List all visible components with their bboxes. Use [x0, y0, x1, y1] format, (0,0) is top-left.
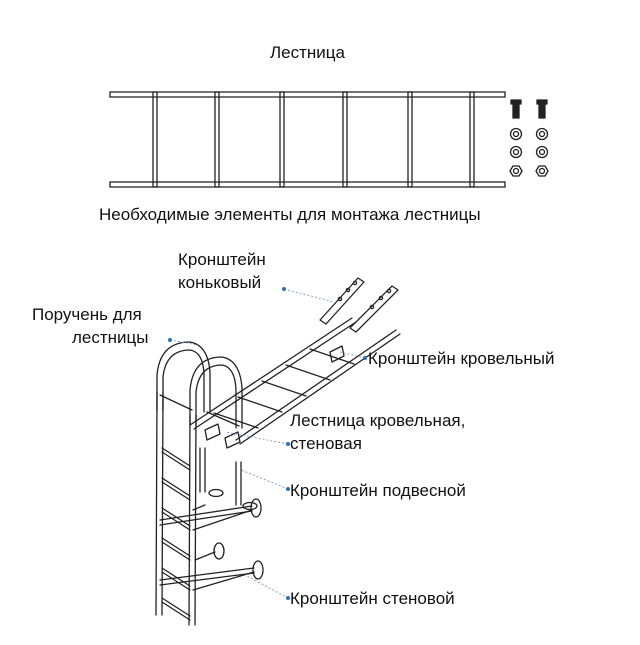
bolt-icon [510, 99, 522, 119]
required-elements-caption: Необходимые элементы для монтажа лестниц… [99, 205, 481, 224]
callout-handrail-line1: Поручень для [32, 305, 142, 324]
wall-bracket [159, 542, 264, 591]
roof-ladder-rungs [213, 348, 355, 429]
callout-ladder-line1: Лестница кровельная, [290, 411, 466, 430]
roof-bracket [204, 345, 345, 449]
wall-bracket-upper [159, 498, 262, 531]
callout-hanging-bracket: Кронштейн подвесной [290, 481, 466, 500]
leader-lines [169, 288, 366, 599]
ridge-bracket [319, 277, 399, 333]
leader-dots [168, 287, 367, 600]
leader-wall-bracket [244, 574, 289, 599]
wall-ladder-rungs [161, 447, 191, 621]
nut-icon [509, 165, 523, 177]
fasteners [509, 99, 549, 177]
washer-icon [509, 127, 523, 141]
callout-ridge-bracket-line1: Кронштейн [178, 250, 266, 269]
ladder-top-view [109, 91, 506, 188]
leader-roof-bracket [339, 351, 366, 359]
handrail [156, 341, 243, 429]
nut-icon [535, 165, 549, 177]
hanging-bracket [199, 447, 258, 511]
bolt-icon [536, 99, 548, 119]
callout-wall-bracket: Кронштейн стеновой [290, 589, 455, 608]
washer-icon [509, 145, 523, 159]
leader-hanging-bracket [240, 469, 289, 490]
callout-roof-bracket: Кронштейн кровельный [368, 349, 555, 368]
washer-icon [535, 145, 549, 159]
leader-ladder [225, 431, 289, 445]
ladder-assembly [155, 277, 401, 626]
ladder-title: Лестница [270, 43, 345, 62]
leader-handrail [169, 339, 199, 346]
callout-ladder-line2: стеновая [290, 434, 362, 453]
roof-ladder [189, 317, 401, 445]
leader-ridge-bracket [283, 288, 335, 303]
ladder-rungs [152, 91, 475, 188]
washer-icon [535, 127, 549, 141]
callout-handrail-line2: лестницы [72, 328, 149, 347]
callout-ridge-bracket-line2: коньковый [178, 273, 262, 292]
